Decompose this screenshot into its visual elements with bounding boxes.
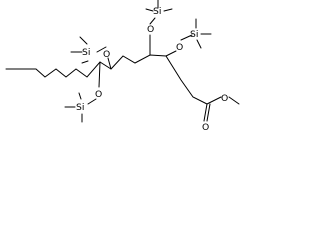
- bond-lines: [5, 0, 240, 123]
- o-label-right: O: [176, 42, 183, 53]
- c-o-bond-bottom: [98, 61, 101, 88]
- si-right-methyls: [195, 18, 212, 49]
- si-label-left: Si: [82, 47, 90, 58]
- o-si-bond-right: [180, 34, 193, 41]
- o-label-carbonyl: O: [202, 122, 209, 133]
- si-bottom-methyls: [64, 92, 83, 123]
- o-si-bond-bottom: [87, 98, 97, 105]
- ester-bonds: [206, 96, 240, 105]
- structure-diagram: Si O Si O Si O Si O O O: [5, 0, 240, 133]
- o-label-top: O: [147, 24, 154, 35]
- o-label-bottom: O: [95, 89, 102, 100]
- c-o-bond-right: [165, 50, 177, 57]
- si-top-methyls: [145, 0, 173, 12]
- atom-labels: Si O Si O Si O Si O O O: [76, 6, 228, 133]
- o-label-left: O: [103, 49, 110, 60]
- o-label-ester: O: [221, 93, 228, 104]
- o-si-bond-top: [149, 17, 156, 25]
- si-left-methyls: [70, 36, 89, 64]
- si-label-right: Si: [190, 29, 198, 40]
- heptyl-chain-bonds: [5, 61, 112, 78]
- carbonyl-bond: [203, 103, 211, 122]
- c-o-bond-left: [107, 57, 112, 70]
- main-chain-bonds: [110, 54, 208, 105]
- o-si-bond-left: [96, 46, 107, 53]
- si-label-top: Si: [153, 6, 161, 17]
- si-label-bottom: Si: [76, 102, 84, 113]
